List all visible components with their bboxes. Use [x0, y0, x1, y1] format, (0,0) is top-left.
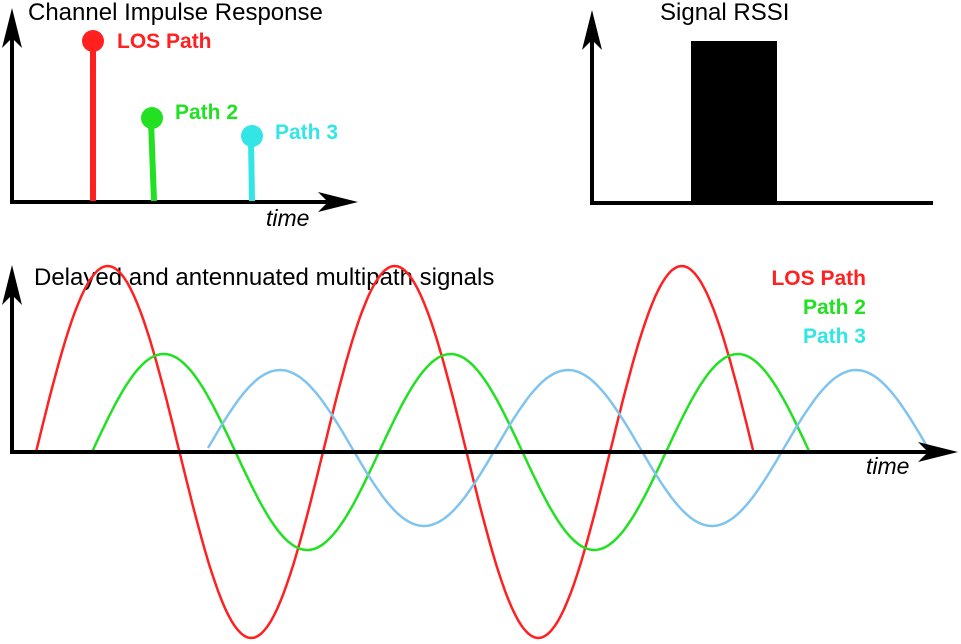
cir-time-label: time [266, 205, 309, 231]
cir-label-path2: Path 2 [175, 101, 238, 124]
cir-label-los: LOS Path [117, 30, 212, 53]
cir-y-arrow [2, 8, 22, 48]
cir-impulse-path3-stem [248, 138, 255, 202]
multipath-y-arrow [2, 265, 22, 305]
cir-x-arrow [318, 192, 358, 212]
cir-impulse-los: LOS Path [82, 30, 212, 201]
multipath-time-label: time [866, 453, 909, 479]
cir-label-path3: Path 3 [275, 121, 338, 144]
wave-path3 [206, 368, 932, 528]
cir-impulse-path2-stem [148, 120, 157, 202]
cir-title: Channel Impulse Response [28, 0, 323, 26]
rssi-title: Signal RSSI [660, 0, 789, 26]
cir-impulse-path3-head [241, 125, 263, 147]
wave-path2 [90, 352, 812, 552]
cir-impulse-path2: Path 2 [141, 101, 238, 202]
wave-los [34, 264, 755, 640]
cir-panel: Channel Impulse Response time LOS Path P… [2, 0, 358, 231]
cir-impulse-path3: Path 3 [241, 121, 338, 202]
cir-impulse-los-head [82, 30, 104, 52]
cir-impulse-path2-head [141, 107, 163, 129]
rssi-panel: Signal RSSI [582, 0, 933, 205]
multipath-x-arrow [918, 442, 958, 462]
rssi-y-arrow [582, 10, 602, 50]
rssi-pulse [691, 41, 777, 203]
legend-path3: Path 3 [803, 325, 866, 348]
multipath-panel: Delayed and antennuated multipath signal… [2, 264, 958, 640]
legend-los: LOS Path [771, 267, 866, 290]
legend-path2: Path 2 [803, 296, 866, 319]
